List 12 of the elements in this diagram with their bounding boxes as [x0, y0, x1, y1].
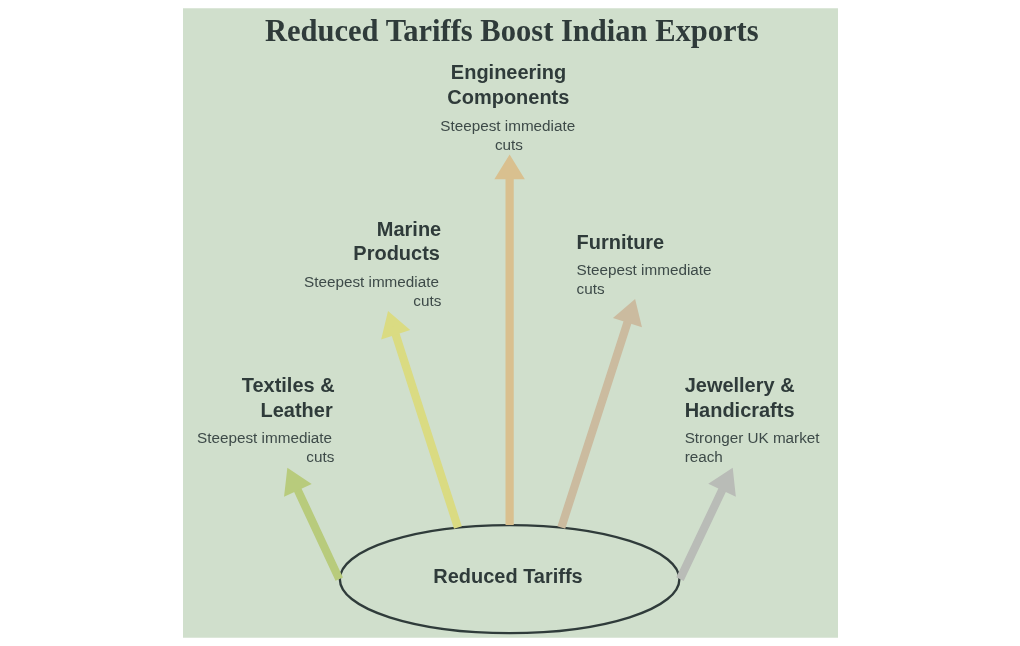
- diagram-title: Reduced Tariffs Boost Indian Exports: [264, 13, 759, 48]
- arrow: [493, 154, 525, 526]
- arrow: [556, 298, 642, 529]
- arrow: [283, 467, 343, 581]
- node-ellipse: Reduced Tariffs: [338, 524, 681, 635]
- node-text: Engineering Components Steepest immediate cuts: [439, 61, 575, 153]
- node-text: Marine Products Steepest immediate cuts: [303, 217, 441, 309]
- node-text: Jewellery & Handicrafts Stronger UK market reach: [684, 373, 820, 466]
- arrow: [380, 311, 462, 529]
- arrow: [675, 467, 736, 581]
- node-text: Furniture Steepest immediate cuts: [576, 230, 712, 298]
- node-text: Textiles & Leather Steepest immediate cuts: [196, 373, 335, 466]
